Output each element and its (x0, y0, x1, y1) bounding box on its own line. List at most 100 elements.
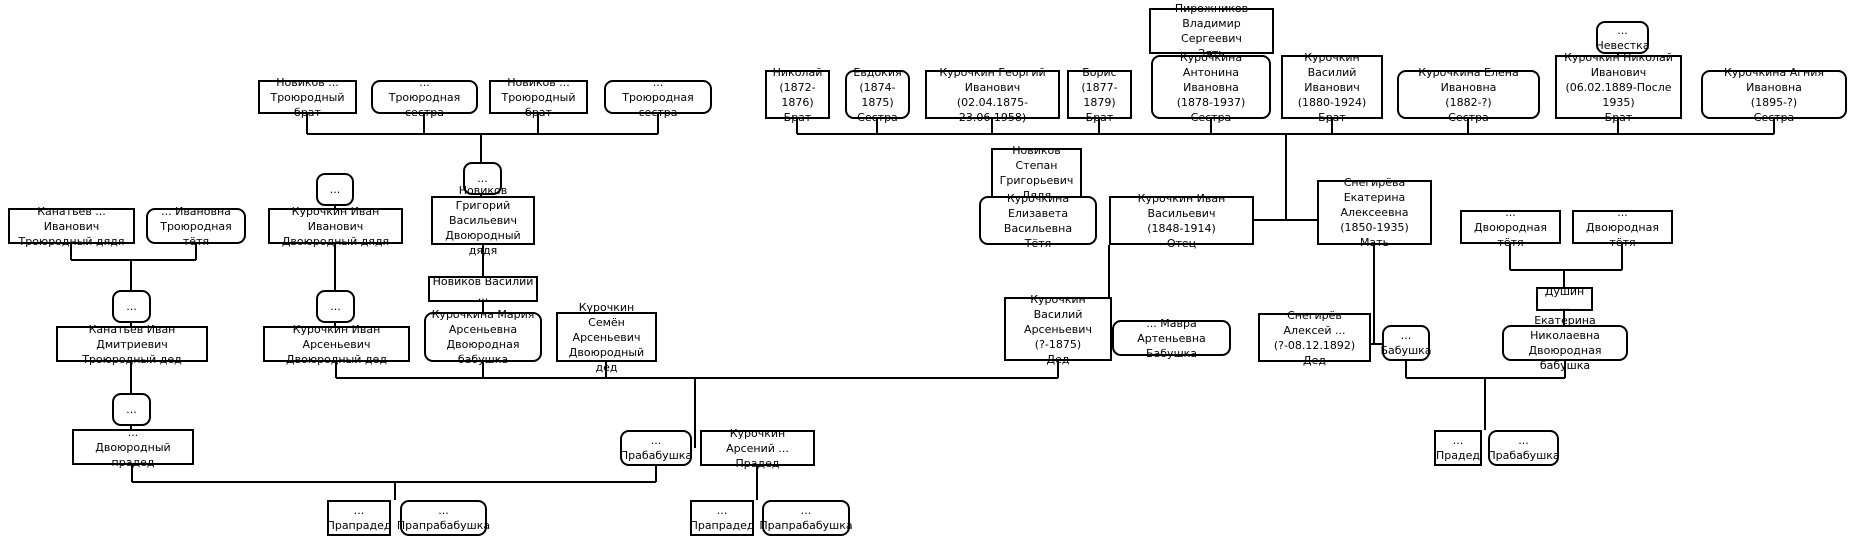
person-card[interactable]: ... Двоюродная тётя (1460, 206, 1561, 249)
person-card[interactable]: ... Прапрадед (327, 500, 391, 536)
person-card-text: Екатерина Николаевна Двоюродная бабушка (1528, 314, 1602, 372)
person-card-text: ... Прапрабабушка (396, 504, 491, 532)
person-card-text: Николай (1872-1876) Брат (772, 65, 823, 124)
person-card[interactable]: Курочкина Елизавета Васильевна Тётя (979, 192, 1097, 250)
person-card-text: ... (477, 172, 488, 185)
person-card-text: Курочкин Георгий Иванович (02.04.1875-23… (939, 65, 1046, 124)
person-card[interactable]: Снегирёв Алексей ... (?-08.12.1892) Дед (1258, 309, 1371, 367)
person-card[interactable]: Николай (1872-1876) Брат (765, 66, 830, 124)
person-card-text: Канатьев Иван Дмитриевич Троюродный дед (82, 322, 182, 366)
person-card-text: ... (126, 403, 137, 416)
person-card[interactable]: ... Прабабушка (1487, 430, 1560, 466)
person-card[interactable]: Курочкина Елена Ивановна (1882-?) Сестра (1397, 66, 1540, 124)
person-card-text: Снегирёва Екатерина Алексеевна (1850-193… (1340, 176, 1409, 249)
person-card-text: Новиков Григорий Васильевич Двоюродный д… (445, 184, 521, 257)
person-card[interactable]: ... Мавра Артеньевна Бабушка (1112, 317, 1231, 360)
person-card[interactable]: Курочкина Антонина Ивановна (1878-1937) … (1151, 51, 1271, 124)
person-card[interactable]: ... (463, 162, 502, 195)
person-card[interactable]: Канатьев ... Иванович Троюродный дядя (8, 205, 135, 248)
person-card-text: Курочкин Василий Иванович (1880-1924) Бр… (1297, 50, 1367, 124)
person-card[interactable]: Новиков ... Троюродный брат (258, 76, 357, 119)
person-card[interactable]: ... Прапрадед (690, 500, 754, 536)
person-card[interactable]: ... (316, 173, 354, 206)
person-card[interactable]: Курочкин Арсений ... Прадед (700, 427, 815, 470)
person-card[interactable]: Курочкин Иван Васильевич (1848-1914) Оте… (1109, 192, 1254, 250)
person-card[interactable]: Курочкина Мария Арсеньевна Двоюродная ба… (424, 308, 542, 366)
person-card-text: Курочкина Елена Ивановна (1882-?) Сестра (1418, 65, 1519, 124)
person-card-text: Курочкин Иван Васильевич (1848-1914) Оте… (1137, 191, 1226, 250)
person-card-text: Новиков Василий ... (432, 275, 534, 303)
person-card[interactable]: Новиков Степан Григорьевич Дядя (991, 144, 1082, 202)
person-card-text: ... Двоюродная тётя (1586, 205, 1659, 249)
person-card-text: ... Прадед (1436, 434, 1480, 462)
person-card-text: Курочкина Елизавета Васильевна Тётя (1003, 191, 1073, 250)
person-card-text: Борис (1877-1879) Брат (1081, 65, 1118, 124)
person-card[interactable]: ... Двоюродная тётя (1572, 206, 1673, 249)
person-card-text: Канатьев ... Иванович Троюродный дядя (18, 204, 125, 248)
person-card[interactable]: ... Прапрабабушка (396, 500, 491, 536)
person-card[interactable]: ... (112, 290, 151, 323)
person-card[interactable]: Пирожников Владимир Сергеевич Зять (1149, 2, 1274, 60)
person-card[interactable]: Курочкин Георгий Иванович (02.04.1875-23… (925, 66, 1060, 124)
person-card[interactable]: ... Двоюродный прадед (72, 426, 194, 469)
person-card[interactable]: ... Невестка (1595, 21, 1650, 54)
person-card-text: Курочкина Антонина Ивановна (1878-1937) … (1176, 50, 1246, 124)
person-card-text: Курочкин Иван Арсеньевич Двоюродный дед (286, 322, 387, 366)
person-card[interactable]: ... Прапрабабушка (759, 500, 853, 536)
person-card-text: ... Прапрадед (689, 504, 755, 532)
person-card[interactable]: Курочкин Василий Арсеньевич (?-1875) Дед (1004, 293, 1112, 366)
person-card-text: Снегирёв Алексей ... (?-08.12.1892) Дед (1273, 308, 1356, 367)
person-card[interactable]: ... Троюродная сестра (371, 76, 478, 119)
person-card-text: ... Двоюродный прадед (95, 425, 171, 469)
person-card[interactable]: Душин ... (1536, 285, 1593, 313)
person-card-text: Евдокия (1874-1875) Сестра (853, 65, 902, 124)
person-card-text: Новиков ... Троюродный брат (270, 75, 345, 119)
person-card[interactable]: Новиков Григорий Васильевич Двоюродный д… (431, 184, 535, 257)
person-card-text: ... Бабушка (1380, 329, 1432, 357)
person-card[interactable]: Курочкина Агния Ивановна (1895-?) Сестра (1701, 66, 1847, 124)
person-card[interactable]: ... Ивановна Троюродная тётя (146, 205, 246, 248)
person-card-text: ... Прабабушка (1487, 434, 1560, 462)
person-card[interactable]: ... Бабушка (1380, 325, 1432, 361)
person-card[interactable]: ... (112, 393, 151, 426)
person-card-text: ... Троюродная сестра (388, 75, 461, 119)
person-card[interactable]: Курочкин Семён Арсеньевич Двоюродный дед (556, 301, 657, 374)
person-card[interactable]: ... Троюродная сестра (604, 76, 712, 119)
person-card-text: ... (126, 300, 137, 313)
person-card[interactable]: ... Прабабушка (620, 430, 692, 466)
person-card[interactable]: ... (316, 290, 355, 323)
person-card-text: ... Невестка (1595, 23, 1650, 52)
person-card-text: Курочкин Василий Арсеньевич (?-1875) Дед (1024, 292, 1092, 366)
person-card[interactable]: Курочкин Иван Иванович Двоюродный дядя (268, 205, 403, 248)
person-card-text: Курочкина Агния Ивановна (1895-?) Сестра (1723, 65, 1824, 124)
person-card-text: Душин ... (1544, 285, 1585, 313)
person-card[interactable]: Борис (1877-1879) Брат (1067, 66, 1132, 124)
person-card-text: Курочкин Арсений ... Прадед (726, 426, 789, 470)
person-card-text: ... Мавра Артеньевна Бабушка (1137, 316, 1206, 360)
person-card-text: ... Прабабушка (619, 434, 693, 462)
person-card[interactable]: Курочкин Николай Иванович (06.02.1889-По… (1555, 51, 1682, 124)
person-card-text: Курочкина Мария Арсеньевна Двоюродная ба… (431, 308, 535, 366)
person-card-text: ... Прапрадед (326, 504, 392, 532)
person-card[interactable]: ... Прадед (1434, 430, 1482, 466)
person-card-text: Курочкин Николай Иванович (06.02.1889-По… (1564, 50, 1673, 124)
person-card[interactable]: Новиков ... Троюродный брат (489, 76, 588, 119)
person-card-text: Курочкин Иван Иванович Двоюродный дядя (281, 204, 390, 248)
person-card-text: Новиков ... Троюродный брат (501, 75, 576, 119)
person-card[interactable]: Снегирёва Екатерина Алексеевна (1850-193… (1317, 176, 1432, 249)
person-card[interactable]: Евдокия (1874-1875) Сестра (845, 66, 910, 124)
person-card[interactable]: Канатьев Иван Дмитриевич Троюродный дед (56, 323, 208, 366)
person-card-text: Пирожников Владимир Сергеевич Зять (1174, 2, 1249, 60)
person-card-text: Новиков Степан Григорьевич Дядя (999, 144, 1074, 202)
person-card[interactable]: Курочкин Иван Арсеньевич Двоюродный дед (263, 323, 410, 366)
person-card-text: Курочкин Семён Арсеньевич Двоюродный дед (568, 300, 645, 374)
person-card[interactable]: Новиков Василий ... (428, 275, 538, 303)
person-card-text: ... Прапрабабушка (759, 504, 853, 532)
person-card[interactable]: Екатерина Николаевна Двоюродная бабушка (1502, 314, 1628, 372)
person-card-text: ... Ивановна Троюродная тётя (160, 204, 232, 248)
person-card-text: ... (330, 300, 341, 313)
person-card-text: ... (329, 183, 341, 196)
person-card[interactable]: Курочкин Василий Иванович (1880-1924) Бр… (1281, 51, 1383, 124)
